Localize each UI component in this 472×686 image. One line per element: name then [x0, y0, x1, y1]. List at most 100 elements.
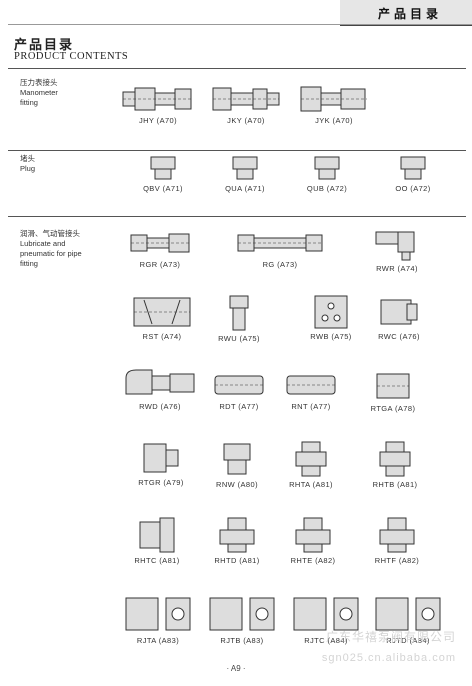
fitting-drawing: [229, 295, 249, 331]
fitting-drawing: [286, 375, 336, 395]
product-item: QUA (A71): [218, 154, 272, 193]
category-label-zh: 润滑、气动管接头: [20, 229, 80, 238]
product-code: RHTE (A82): [290, 556, 336, 565]
fitting-drawing: [376, 373, 410, 399]
product-code: RWR (A74): [376, 264, 418, 273]
product-item: JKY (A70): [206, 84, 286, 125]
product-item: RHTF (A82): [364, 516, 430, 565]
product-item: JYK (A70): [294, 84, 374, 125]
fitting-drawing: [212, 87, 280, 111]
product-code: JHY (A70): [138, 116, 178, 125]
product-item: RNT (A77): [280, 370, 342, 411]
page-title-en: PRODUCT CONTENTS: [14, 51, 129, 62]
block-fitting-drawing: [375, 597, 441, 631]
fitting-drawing: [295, 517, 331, 553]
product-item: RJTB (A83): [200, 594, 284, 645]
page-title-zh: 产品目录: [14, 37, 75, 52]
section-divider: [8, 216, 466, 217]
block-fitting-drawing: [125, 597, 191, 631]
product-code: RG (A73): [262, 260, 298, 269]
product-item: RHTC (A81): [124, 516, 190, 565]
plug-drawing: [232, 156, 258, 180]
product-item: RWB (A75): [300, 294, 362, 341]
header-title: 产品目录: [377, 7, 442, 21]
product-code: RNT (A77): [291, 402, 331, 411]
product-code: RWU (A75): [218, 334, 260, 343]
fitting-drawing: [379, 441, 411, 477]
fitting-drawing: [125, 369, 195, 395]
product-item: RJTA (A83): [116, 594, 200, 645]
product-code: RWB (A75): [310, 332, 352, 341]
product-item: RTGA (A78): [362, 370, 424, 413]
header-rule: [8, 24, 472, 25]
product-code: RHTB (A81): [372, 480, 418, 489]
fitting-drawing: [143, 443, 179, 473]
product-item: RWR (A74): [360, 228, 434, 273]
product-code: RGR (A73): [139, 260, 181, 269]
header-band: 产品目录: [340, 0, 472, 26]
category-label-en: pneumatic for pipe: [20, 249, 82, 258]
category-label-en: Plug: [20, 164, 36, 173]
page-number: · A9 ·: [226, 664, 246, 673]
product-item: RGR (A73): [118, 228, 202, 269]
fitting-drawing: [139, 517, 175, 553]
block-fitting-drawing: [293, 597, 359, 631]
product-code: QBV (A71): [143, 184, 183, 193]
fitting-drawing: [130, 233, 190, 253]
category-label-zh: 堵头: [20, 154, 35, 163]
product-code: RTGR (A79): [138, 478, 184, 487]
category-label-en: Lubricate and: [20, 239, 66, 248]
product-code: RHTF (A82): [374, 556, 420, 565]
product-item: OO (A72): [386, 154, 440, 193]
fitting-drawing: [379, 517, 415, 553]
product-code: RDT (A77): [219, 402, 259, 411]
category-label-en: fitting: [20, 98, 38, 107]
elbow-drawing: [375, 231, 415, 261]
product-item: RHTE (A82): [280, 516, 346, 565]
product-item: RJTC (A84): [284, 594, 368, 645]
product-item: QBV (A71): [136, 154, 190, 193]
plug-drawing: [150, 156, 176, 180]
fitting-drawing: [214, 375, 264, 395]
product-item: RST (A74): [124, 294, 200, 341]
product-item: RWD (A76): [118, 366, 202, 411]
fitting-drawing: [295, 441, 327, 477]
product-item: RTGR (A79): [130, 440, 192, 487]
product-item: RJTD (A84): [366, 594, 450, 645]
product-code: JYK (A70): [315, 116, 353, 125]
product-item: RNW (A80): [206, 440, 268, 489]
product-code: RNW (A80): [216, 480, 258, 489]
product-code: RHTD (A81): [214, 556, 260, 565]
product-code: RJTD (A84): [386, 636, 430, 645]
product-code: RST (A74): [142, 332, 182, 341]
section-divider: [8, 150, 466, 151]
product-item: RHTB (A81): [364, 440, 426, 489]
fitting-drawing: [300, 86, 367, 112]
category-label-zh: 压力表接头: [20, 78, 58, 87]
product-item: RWC (A76): [368, 294, 430, 341]
category-label-en: fitting: [20, 259, 38, 268]
product-code: QUB (A72): [306, 184, 348, 193]
product-item: JHY (A70): [118, 84, 198, 125]
product-code: RHTC (A81): [134, 556, 180, 565]
fitting-drawing: [237, 234, 323, 252]
product-code: RWD (A76): [139, 402, 181, 411]
plug-drawing: [314, 156, 340, 180]
product-code: QUA (A71): [225, 184, 265, 193]
category-manometer: 压力表接头 Manometer fitting: [20, 78, 58, 108]
product-item: RHTD (A81): [204, 516, 270, 565]
block-fitting-drawing: [209, 597, 275, 631]
category-plug: 堵头 Plug: [20, 154, 35, 174]
category-label-en: Manometer: [20, 88, 58, 97]
product-item: RG (A73): [230, 228, 330, 269]
fitting-drawing: [219, 517, 255, 553]
product-item: RWU (A75): [208, 294, 270, 343]
fitting-drawing: [122, 87, 192, 111]
product-code: OO (A72): [395, 184, 431, 193]
plug-drawing: [400, 156, 426, 180]
category-lubricate: 润滑、气动管接头 Lubricate and pneumatic for pip…: [20, 229, 82, 269]
product-code: RJTC (A84): [304, 636, 348, 645]
section-divider: [8, 68, 466, 69]
product-code: RHTA (A81): [289, 480, 333, 489]
fitting-drawing: [380, 299, 418, 325]
